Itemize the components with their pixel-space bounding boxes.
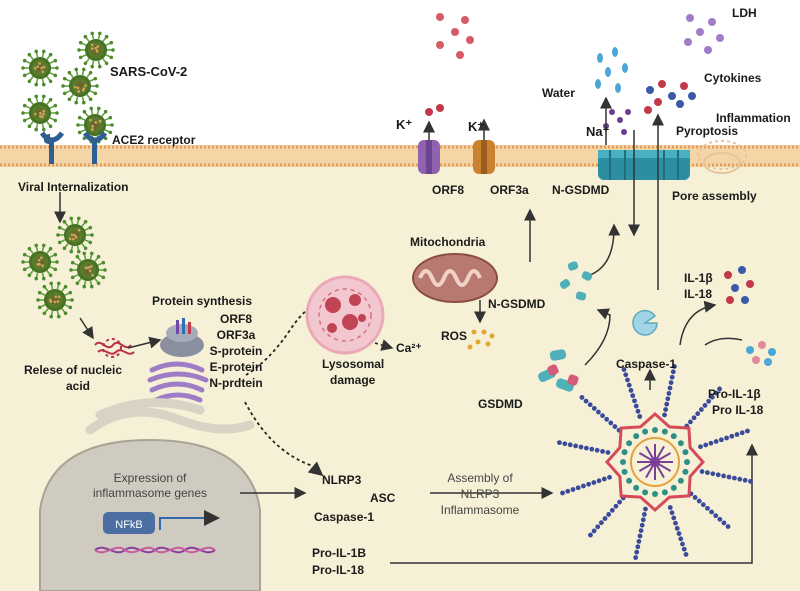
caspase-1-icon <box>633 311 657 335</box>
nfkb-label: NFkB <box>115 519 143 531</box>
caspase-1-label-bottom: Caspase-1 <box>314 510 374 524</box>
virus-label: SARS-CoV-2 <box>110 64 187 79</box>
release-label-line2: acid <box>66 379 90 393</box>
pro-il1b-label-bottom: Pro-IL-1B <box>312 546 366 560</box>
pro-il18-label-bottom: Pro-IL-18 <box>312 563 364 577</box>
ldh-label: LDH <box>732 6 757 20</box>
protein-s-label: S-protein <box>210 344 263 358</box>
lysosome-icon <box>307 277 383 353</box>
potassium-ion <box>436 104 444 112</box>
pore-assembly-label: Pore assembly <box>672 189 757 203</box>
nlrp3-label: NLRP3 <box>322 473 362 487</box>
mitochondria-label: Mitochondria <box>410 235 486 249</box>
protein-orf8-label: ORF8 <box>220 312 252 326</box>
pro-il18-label-right: Pro IL-18 <box>712 403 764 417</box>
protein-e-label: E-protein <box>210 360 263 374</box>
asc-label: ASC <box>370 491 396 505</box>
sodium-label: Na⁺ <box>586 124 610 139</box>
cytokines-label: Cytokines <box>704 71 762 85</box>
assembly-label-line1: Assembly of <box>447 471 513 485</box>
il1b-label: IL-1β <box>684 271 713 285</box>
n-gsdmd-label-mid: N-GSDMD <box>488 297 546 311</box>
orf8-label: ORF8 <box>432 183 464 197</box>
protein-orf3a-label: ORF3a <box>217 328 256 342</box>
protein-n-label: N-prdtein <box>209 376 262 390</box>
caspase-1-label-mid: Caspase-1 <box>616 357 676 371</box>
ros-label: ROS <box>441 329 467 343</box>
potassium-ion <box>425 108 433 116</box>
n-gsdmd-label-top: N-GSDMD <box>552 183 610 197</box>
water-label: Water <box>542 86 575 100</box>
k-ion-label-left: K⁺ <box>396 117 412 132</box>
lysosome-label-line2: damage <box>330 373 376 387</box>
expression-label-line1: Expression of <box>114 471 187 485</box>
orf3a-channel-icon <box>473 140 495 174</box>
assembly-label-line2: NLRP3 <box>461 487 500 501</box>
pro-il1b-label-right: Pro-IL-1β <box>708 387 761 401</box>
pyroptosis-label: Pyroptosis <box>676 124 738 138</box>
k-ion-label-right: K⁺ <box>468 119 484 134</box>
calcium-label: Ca²⁺ <box>396 341 422 355</box>
lysosome-label-line1: Lysosomal <box>322 357 384 371</box>
inflammation-label: Inflammation <box>716 111 791 125</box>
orf3a-label: ORF3a <box>490 183 529 197</box>
expression-label-line2: inflammasome genes <box>93 486 207 500</box>
assembly-label-line3: Inflammasome <box>441 503 520 517</box>
internalization-label: Viral Internalization <box>18 180 128 194</box>
orf8-channel-icon <box>418 140 440 174</box>
gsdmd-label: GSDMD <box>478 397 523 411</box>
ace2-label: ACE2 receptor <box>112 133 196 147</box>
mitochondria-icon <box>413 254 497 302</box>
protein-synthesis-label: Protein synthesis <box>152 294 252 308</box>
release-label-line1: Relese of nucleic <box>24 363 122 377</box>
gsdmd-pore-icon <box>598 150 690 180</box>
il18-label: IL-18 <box>684 287 712 301</box>
